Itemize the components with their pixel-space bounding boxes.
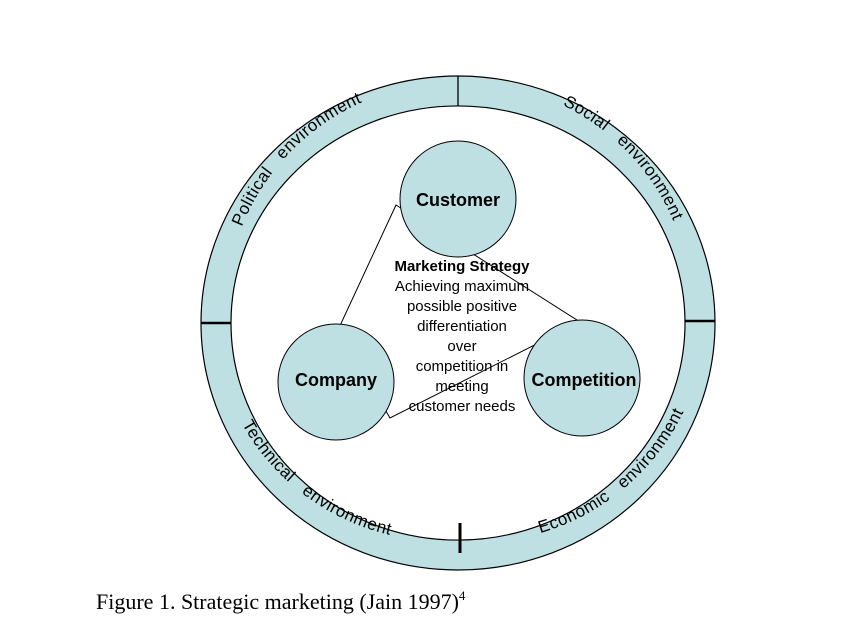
competition-circle bbox=[523, 319, 641, 437]
center-line: over bbox=[447, 338, 476, 355]
center-line: possible positive bbox=[407, 298, 517, 315]
center-title: Marketing Strategy bbox=[394, 258, 530, 275]
center-line: Achieving maximum bbox=[395, 278, 529, 295]
center-line: customer needs bbox=[409, 398, 516, 415]
company-label: Company bbox=[295, 370, 377, 390]
competition-label: Competition bbox=[532, 370, 637, 390]
caption-superscript: 4 bbox=[458, 588, 466, 603]
center-line: meeting bbox=[435, 378, 488, 395]
caption-text: Figure 1. Strategic marketing (Jain 1997… bbox=[96, 589, 459, 614]
customer-circle bbox=[399, 140, 517, 258]
environment-ring bbox=[200, 75, 716, 571]
center-line: differentiation bbox=[417, 318, 507, 335]
figure-caption: Figure 1. Strategic marketing (Jain 1997… bbox=[96, 588, 465, 615]
center-line: competition in bbox=[416, 358, 509, 375]
customer-label: Customer bbox=[416, 190, 500, 210]
strategy-triangle bbox=[337, 204, 582, 419]
company-circle bbox=[277, 323, 395, 441]
